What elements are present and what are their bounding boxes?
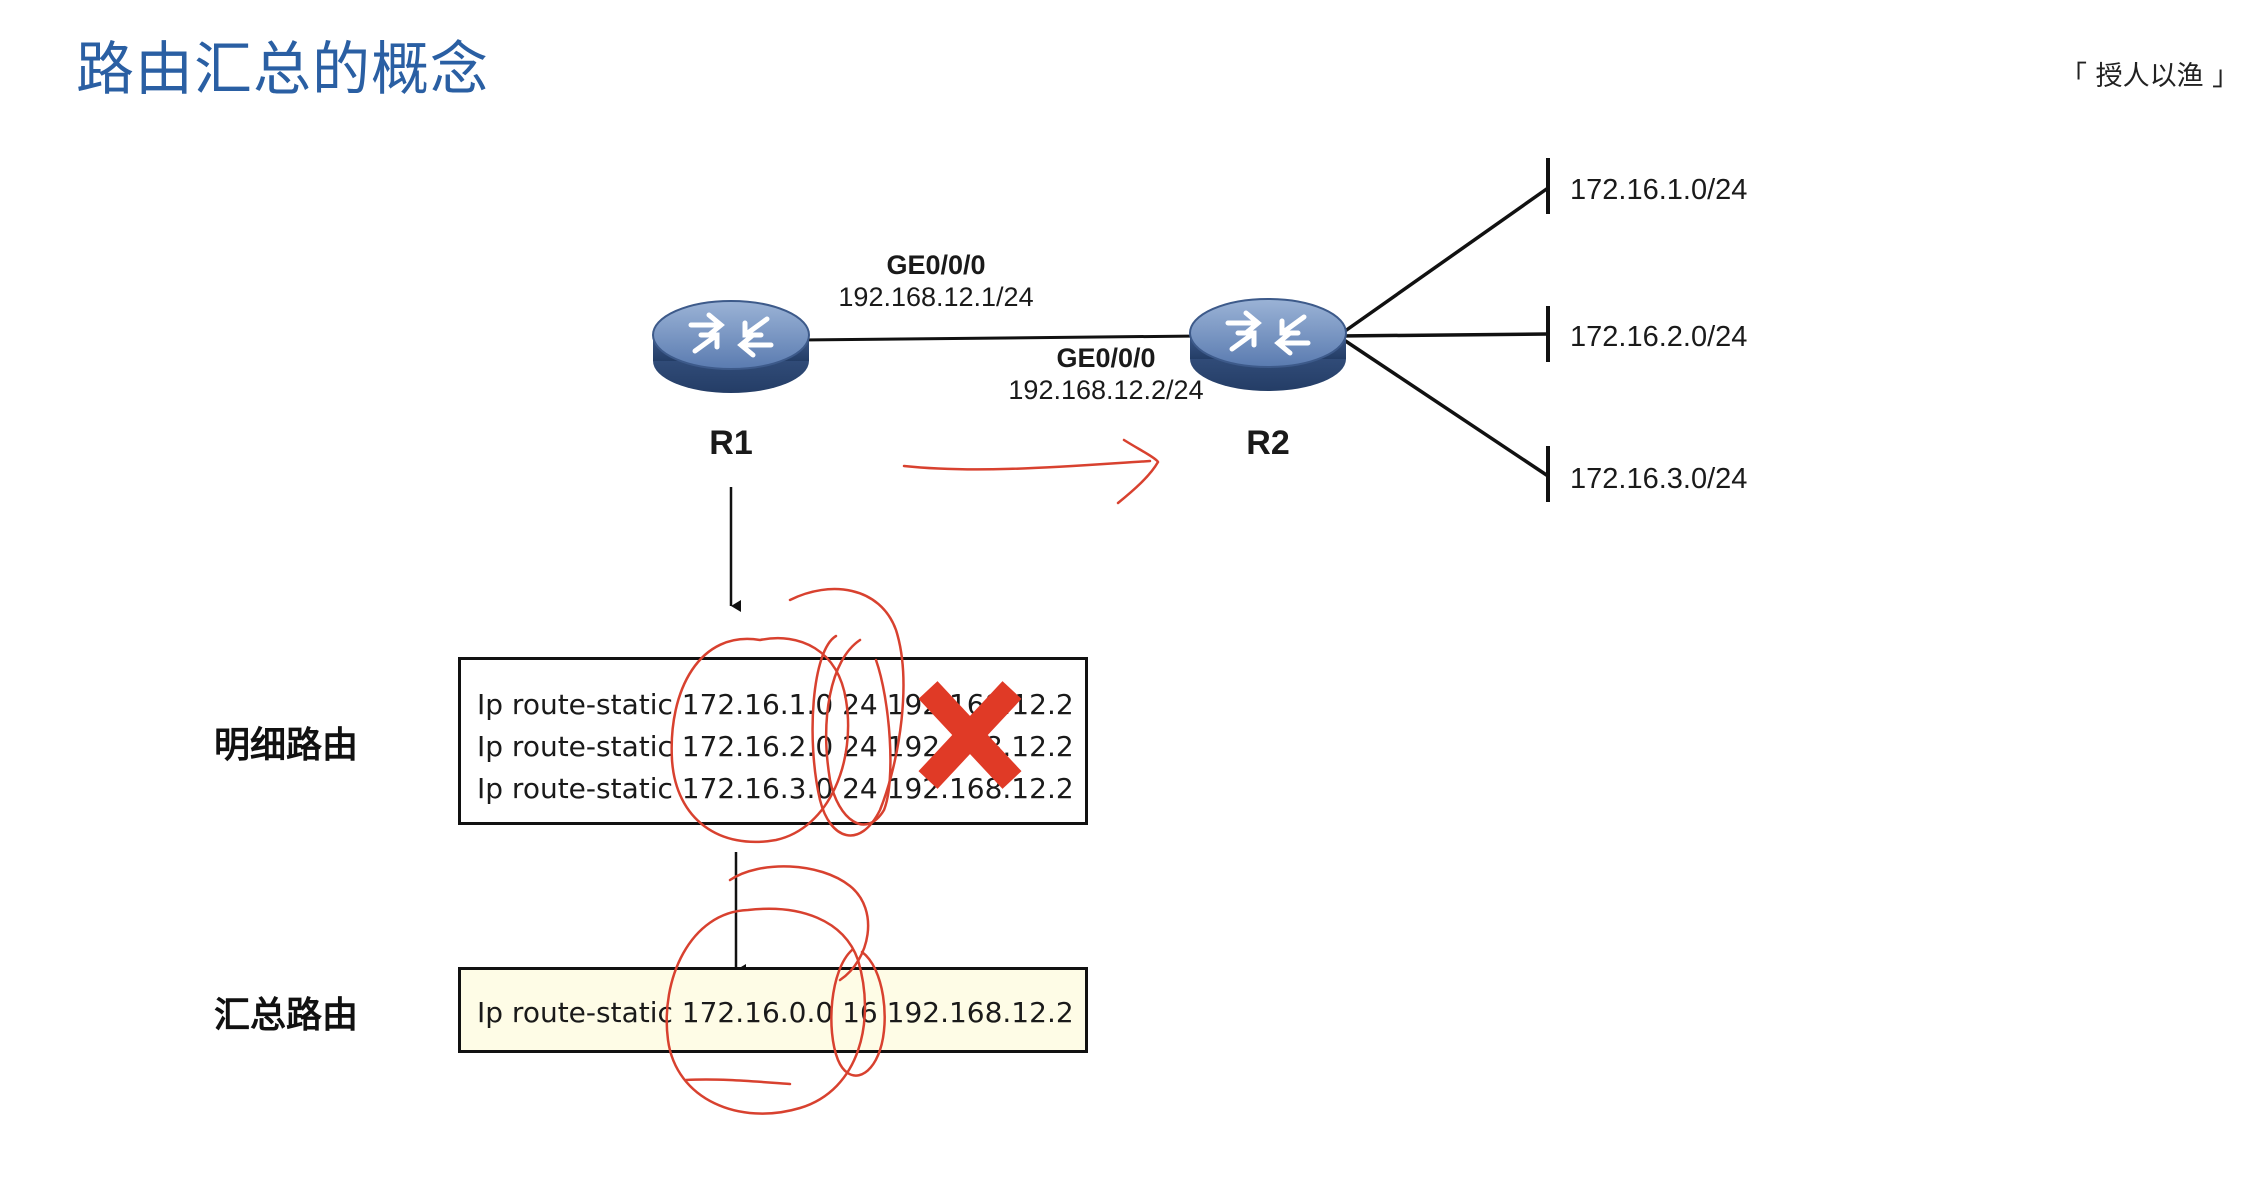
r2-link-net3 — [1337, 334, 1549, 478]
detail-route-line: Ip route-static 172.16.1.0 24 192.168.12… — [477, 688, 1074, 721]
page-title: 路由汇总的概念 — [76, 35, 490, 103]
detail-route-line: Ip route-static 172.16.2.0 24 192.168.12… — [477, 730, 1074, 763]
summary-route-line: Ip route-static 172.16.0.0 16 192.168.12… — [477, 996, 1074, 1029]
r2-link-net2 — [1337, 332, 1549, 338]
detail-route-line: Ip route-static 172.16.3.0 24 192.168.12… — [477, 772, 1074, 805]
network-label: 172.16.1.0/24 — [1570, 174, 1747, 206]
router-icon — [652, 300, 810, 393]
router-r2-label: R2 — [1246, 424, 1289, 462]
r1-interface-name: GE0/0/0 — [886, 250, 985, 280]
r1-r2-link — [799, 334, 1201, 342]
router-r1-label: R1 — [709, 424, 752, 462]
summary-route-label: 汇总路由 — [214, 995, 359, 1036]
r2-link-net1 — [1336, 186, 1550, 338]
network-label: 172.16.2.0/24 — [1570, 321, 1747, 353]
router-icon — [1189, 298, 1347, 391]
brand-tag: 「 授人以渔 」 — [2060, 61, 2240, 92]
r1-interface-ip: 192.168.12.1/24 — [838, 282, 1033, 312]
network-label: 172.16.3.0/24 — [1570, 463, 1747, 495]
detail-routes-label: 明细路由 — [214, 725, 359, 766]
detail-routes-box: Ip route-static 172.16.1.0 24 192.168.12… — [458, 657, 1088, 825]
r2-interface-ip: 192.168.12.2/24 — [1008, 375, 1203, 405]
summary-route-box: Ip route-static 172.16.0.0 16 192.168.12… — [458, 967, 1088, 1053]
r2-interface-name: GE0/0/0 — [1056, 343, 1155, 373]
